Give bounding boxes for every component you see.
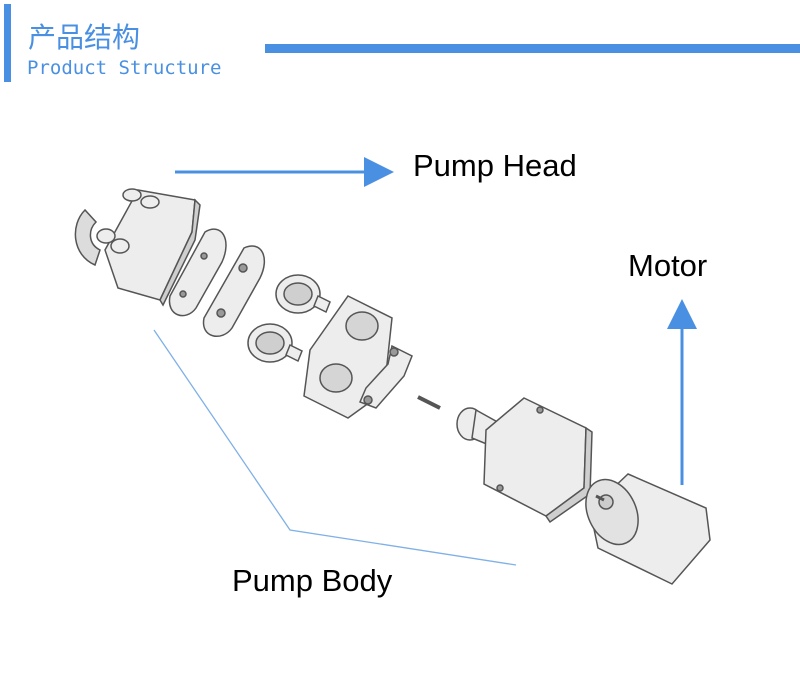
motor-part	[585, 473, 711, 585]
pin-part	[417, 395, 441, 410]
eccentric-bracket-part	[359, 344, 413, 409]
header-divider-line	[265, 44, 800, 53]
header-accent-bar	[4, 4, 11, 82]
pump-body-leader-lines	[153, 329, 517, 566]
diaphragm-plate-part	[202, 245, 265, 338]
diaphragm-cup-parts	[247, 274, 331, 363]
motor-label: Motor	[628, 248, 708, 283]
valve-plate-part	[168, 228, 227, 317]
pump-head-label: Pump Head	[413, 148, 577, 183]
section-title-english: Product Structure	[27, 57, 222, 79]
pump-body-housing-part	[483, 397, 593, 524]
section-title-chinese: 产品结构	[28, 21, 141, 54]
pump-body-label: Pump Body	[232, 563, 393, 598]
pump-head-top-part	[74, 188, 201, 307]
